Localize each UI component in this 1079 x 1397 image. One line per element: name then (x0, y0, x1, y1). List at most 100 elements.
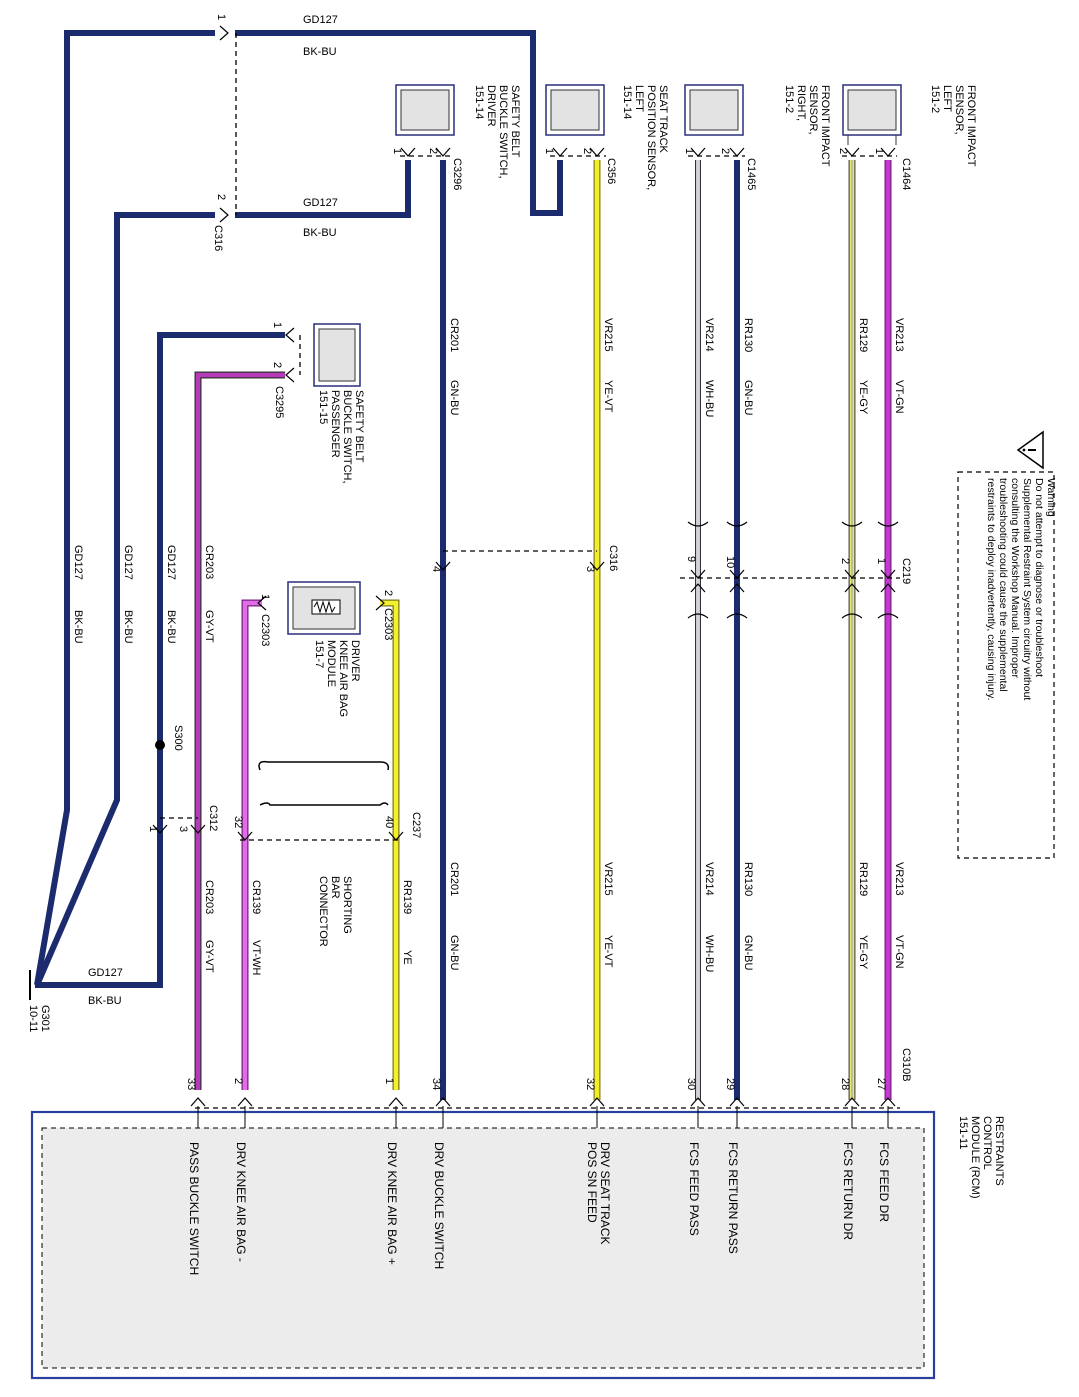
diagram-label: 34 (430, 1078, 442, 1090)
diagram-label: FCS FEED DR (877, 1142, 891, 1222)
diagram-label: C1464 (900, 158, 912, 190)
diagram-label: GD127 (165, 545, 177, 580)
c237-connector (237, 760, 404, 841)
diagram-label: VR214 (703, 318, 715, 352)
c316-top-connector (219, 25, 237, 223)
label-shorting: SHORTING BAR CONNECTOR (317, 876, 353, 947)
wire-gd127-top (34, 30, 563, 986)
diagram-label: 1 (215, 14, 227, 20)
warning-line: troubleshooting could cause the suppleme… (997, 478, 1009, 692)
diagram-label: BK-BU (88, 995, 122, 1007)
wire-cr139 (241, 599, 262, 1090)
diagram-label: RIGHT, (795, 85, 807, 121)
diagram-label: 28 (839, 1078, 851, 1090)
wire-rr139 (380, 599, 400, 1090)
diagram-label: 151-7 (313, 640, 325, 668)
knee-airbag-module (287, 581, 361, 635)
c316-mid-connector (435, 550, 605, 571)
diagram-label: 151-2 (783, 85, 795, 113)
diagram-label: VR213 (893, 318, 905, 352)
diagram-label: C356 (605, 158, 617, 184)
diagram-label: 4 (430, 566, 442, 572)
diagram-label: 151-2 (929, 85, 941, 113)
diagram-label: 32 (232, 816, 244, 828)
label-front-left: FRONT IMPACT SENSOR, LEFT 151-2 (929, 85, 977, 167)
diagram-label: 1 (683, 148, 695, 154)
rcm-title: RESTRAINTS CONTROL MODULE (RCM) 151-11 (957, 1116, 1005, 1199)
wire-labels-lower: VR213 VT-GN RR129 YE-GY RR130 GN-BU VR21… (72, 545, 905, 975)
diagram-label: LEFT (941, 85, 953, 112)
diagram-label: GD127 (303, 14, 338, 26)
diagram-label: 2 (581, 148, 593, 154)
diagram-label: CONNECTOR (317, 876, 329, 947)
belt-switch-passenger (313, 323, 361, 387)
diagram-label: SAFETY BELT (509, 85, 521, 158)
diagram-label: FCS RETURN DR (841, 1142, 855, 1240)
diagram-label: GY-VT (203, 610, 215, 643)
diagram-label: FRONT IMPACT (819, 85, 831, 167)
rcm-title-line: 151-11 (957, 1116, 969, 1149)
c2303-connector (257, 595, 385, 611)
diagram-label: C237 (410, 812, 422, 838)
diagram-label: MODULE (325, 640, 337, 687)
diagram-label: CR201 (448, 862, 460, 896)
diagram-label: WH-BU (703, 935, 715, 972)
diagram-label: BK-BU (303, 46, 337, 58)
wire-gd127-mid (34, 160, 411, 987)
diagram-label: VT-WH (250, 940, 262, 975)
diagram-label: 10-11 (27, 1005, 39, 1032)
warning-line: Do not attempt to diagnose or troublesho… (1033, 478, 1045, 677)
front-impact-sensor-right (684, 84, 744, 136)
diagram-label: 1 (259, 594, 271, 600)
warning-line: consulting the Workshop Manual. Improper (1009, 478, 1021, 678)
diagram-label: 3 (177, 826, 189, 832)
diagram-label: C2303 (382, 608, 394, 640)
diagram-label: CR201 (448, 318, 460, 352)
diagram-label: GD127 (303, 197, 338, 209)
diagram-label: GD127 (122, 545, 134, 580)
diagram-label: 27 (875, 1078, 887, 1090)
label-belt-pass: SAFETY BELT BUCKLE SWITCH, PASSENGER 151… (317, 390, 365, 484)
label-belt-driver: SAFETY BELT BUCKLE SWITCH, DRIVER 151-14 (473, 85, 521, 179)
diagram-label: GN-BU (742, 380, 754, 416)
diagram-label: 2 (271, 362, 283, 368)
rcm-title-line: CONTROL (981, 1116, 993, 1170)
diagram-label: BK-BU (303, 227, 337, 239)
diagram-label: GY-VT (203, 940, 215, 973)
rcm-title-line: MODULE (RCM) (969, 1116, 981, 1199)
warning-line: restraints to deploy inadvertently, caus… (985, 478, 997, 701)
diagram-label: 40 (383, 816, 395, 828)
diagram-label: 2 (427, 148, 439, 154)
rcm-pin-numbers: 27 28 29 30 32 34 1 2 33 (185, 1078, 887, 1090)
diagram-label: PASSENGER (329, 390, 341, 458)
wire-cr203 (194, 371, 285, 1090)
diagram-label: BK-BU (122, 610, 134, 644)
diagram-label: VR215 (602, 318, 614, 352)
diagram-label: BK-BU (165, 610, 177, 644)
diagram-label: 151-14 (621, 85, 633, 119)
diagram-label: WH-BU (703, 380, 715, 417)
diagram-label: 32 (584, 1078, 596, 1090)
diagram-label: CR203 (203, 880, 215, 914)
belt-switch-driver (395, 84, 455, 136)
warning-title: Warning (1045, 478, 1057, 517)
diagram-label: RR130 (742, 318, 754, 352)
diagram-label: GN-BU (742, 935, 754, 971)
c312-connector (152, 817, 206, 834)
diagram-label: BAR (329, 876, 341, 899)
c3295-connector (285, 327, 301, 383)
wire-labels-horizontal: GD127 BK-BU GD127 BK-BU GD127 BK-BU (88, 14, 338, 1007)
diagram-label: FCS FEED PASS (687, 1142, 701, 1236)
diagram-label: 1 (383, 1078, 395, 1084)
diagram-label: C316 (607, 545, 619, 571)
diagram-label: SENSOR, (953, 85, 965, 135)
inline-connector-labels: C219 1 2 10 9 C316 3 4 C316 1 2 C237 40 … (27, 14, 912, 1032)
diagram-label: 2 (839, 558, 851, 564)
diagram-label: VT-GN (893, 380, 905, 414)
diagram-label: DRV KNEE AIR BAG + (385, 1142, 399, 1265)
diagram-label: 29 (724, 1078, 736, 1090)
label-seat-track: SEAT TRACK POSITION SENSOR, LEFT 151-14 (621, 85, 669, 190)
connector-names-top: C1464 C1465 C356 C3296 C3295 C2303 C2303… (259, 158, 912, 1082)
diagram-label: C3296 (451, 158, 463, 190)
